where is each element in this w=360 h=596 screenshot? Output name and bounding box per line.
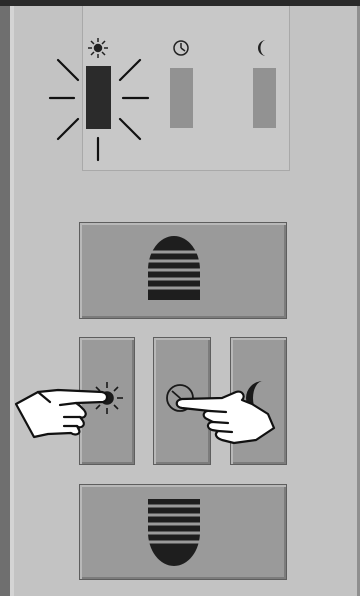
moon-icon [258, 40, 266, 56]
moon-indicator-led [253, 68, 276, 128]
sun-indicator-led [86, 66, 111, 129]
pointing-hand-icon [16, 390, 274, 443]
shutter-up-icon [146, 236, 202, 300]
clock-icon [174, 41, 188, 55]
sun-icon [88, 38, 108, 58]
shutter-down-icon [146, 499, 202, 566]
clock-indicator-led [170, 68, 193, 128]
